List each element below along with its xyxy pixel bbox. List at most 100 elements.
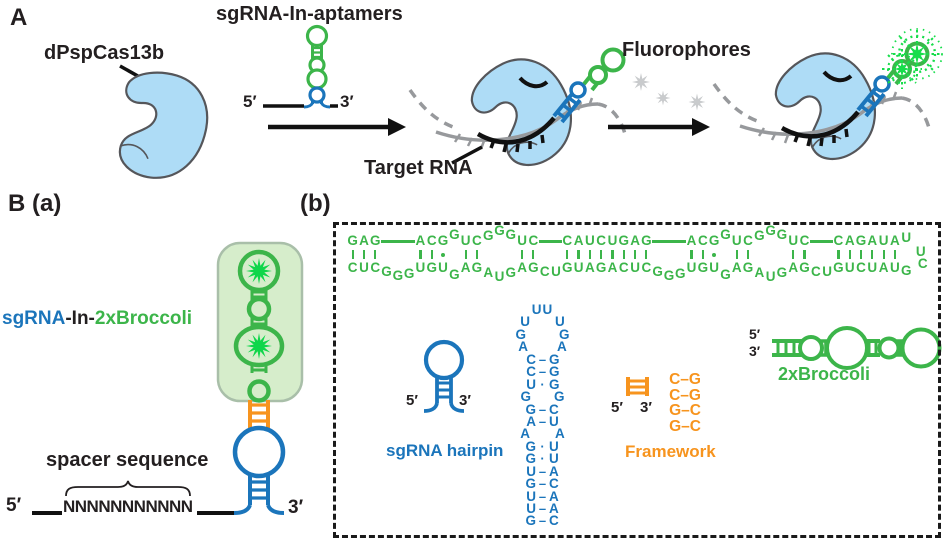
spacer-overbrace — [65, 480, 191, 497]
sequence-column: G — [651, 233, 664, 279]
protein-label: dPspCas13b — [44, 42, 165, 64]
sequence-column: C — [809, 233, 822, 279]
framework-pair: C–G — [669, 371, 701, 388]
framework-label: Framework — [625, 442, 716, 461]
hairpin-base-pair-row: U–A — [526, 463, 559, 479]
hairpin-base-pair-row: G–C — [525, 513, 559, 529]
three-prime-label: 3′ — [340, 92, 354, 111]
hairpin-base-pair-row: U–A — [526, 501, 559, 516]
hairpin-base-pair-row: C–G — [526, 364, 560, 380]
hairpin-base-pair-row: U·G — [526, 376, 560, 392]
hairpin-base-pair-row: G·U — [525, 451, 559, 467]
five-prime-label: 5′ — [6, 495, 22, 516]
construct-aptamer: 2xBroccoli — [94, 308, 193, 329]
spacer-n-sequence: NNNNNNNNNNN — [63, 497, 193, 516]
hairpin-base-pair-row: G–C — [525, 401, 559, 417]
arrow-1 — [268, 118, 406, 136]
panel-b-sub-label: (b) — [300, 190, 331, 217]
construct-linker: -In- — [65, 308, 95, 329]
sgrna-hairpin-icon-large — [232, 425, 286, 515]
sequence-column: G — [403, 233, 416, 281]
sequence-column: G — [674, 233, 687, 281]
dpspcas13b-protein-icon — [110, 65, 216, 187]
sequence-column: G — [380, 233, 393, 279]
hairpin-base-pair-row: C–G — [526, 351, 560, 367]
framework-linker-icon — [248, 400, 270, 428]
panel-b-label: B (a) — [8, 190, 62, 217]
hairpin-base-pair-row: A–U — [526, 413, 559, 429]
three-prime-label: 3′ — [749, 343, 761, 359]
five-prime-label: 5′ — [406, 392, 418, 409]
five-prime-label: 5′ — [243, 92, 257, 111]
arrow-2 — [608, 118, 710, 136]
framework-pair: G–C — [669, 417, 701, 435]
fluorophore-star-icon — [246, 333, 272, 359]
sequence-column: U — [549, 233, 563, 279]
hairpin-base-pair-row: G–C — [525, 476, 559, 492]
framework-pair: G–C — [669, 402, 701, 419]
three-prime-label: 3′ — [288, 497, 304, 518]
target-rna-label: Target RNA — [364, 157, 473, 179]
sgrna-hairpin-label: sgRNA hairpin — [386, 441, 504, 460]
three-prime-label: 3′ — [640, 399, 652, 416]
hairpin-base-pair-row: G·U — [525, 438, 559, 454]
construct-name: sgRNA-In-2xBroccoli — [2, 308, 192, 330]
sequence-column: C — [538, 233, 551, 279]
sequence-column: U — [821, 233, 834, 279]
panel-b-detail-box — [333, 222, 941, 538]
hairpin-base-pair-row: U–A — [526, 488, 559, 504]
framework-pair: C–G — [669, 386, 701, 404]
five-prime-label: 5′ — [749, 326, 761, 342]
protein-pointer-line — [119, 64, 153, 86]
fluorophore-star-icon — [246, 258, 272, 284]
sequence-column: G — [391, 233, 404, 283]
fluorophores-label: Fluorophores — [622, 39, 751, 61]
fluorophore-stars — [632, 73, 706, 111]
sequence-column: G — [662, 233, 675, 283]
panel-a-label: A — [10, 4, 28, 31]
